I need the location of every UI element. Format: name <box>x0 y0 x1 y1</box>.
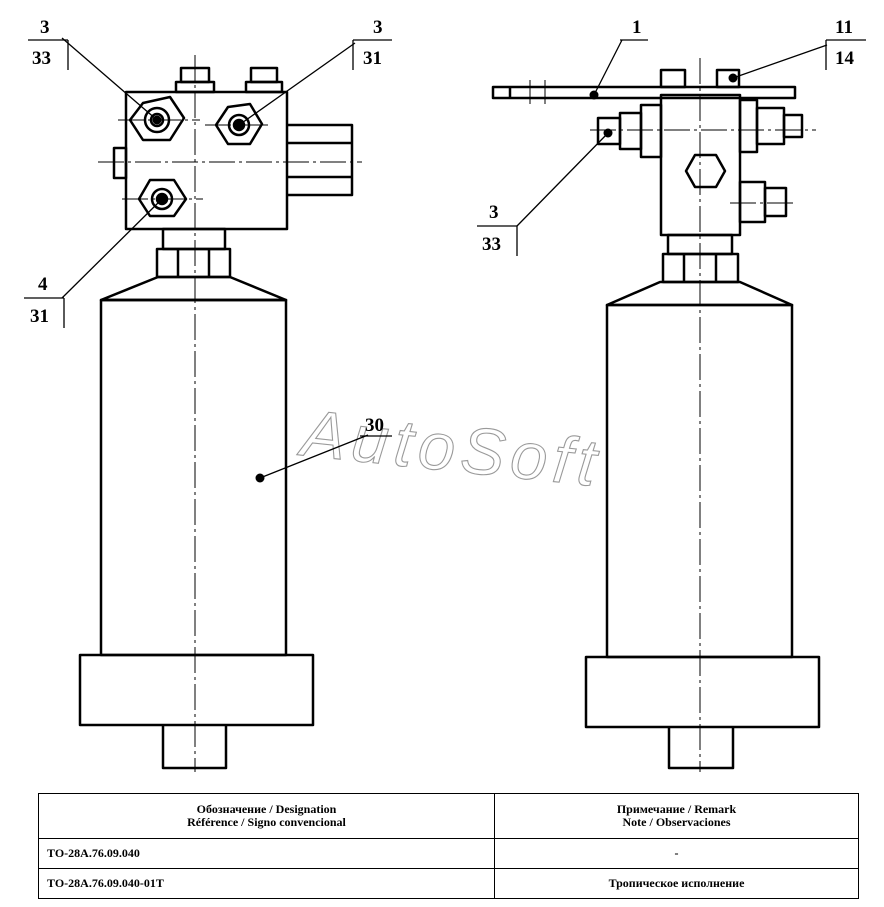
technical-drawing: AutoSoft 3 33 3 31 <box>24 17 866 772</box>
svg-text:3: 3 <box>489 202 499 223</box>
right-view <box>491 68 821 770</box>
table-row: ТО-28А.76.09.040 - <box>38 838 859 869</box>
left-top-bolt <box>249 66 279 84</box>
left-head-block <box>124 90 289 231</box>
right-base <box>584 655 821 729</box>
right-body-shoulder <box>605 280 794 307</box>
svg-text:14: 14 <box>835 48 855 69</box>
svg-text:11: 11 <box>835 17 853 38</box>
left-body-shoulder <box>99 275 288 302</box>
callout-3-33-right: 3 33 <box>477 202 518 256</box>
right-lower-fitting <box>738 180 767 224</box>
svg-text:30: 30 <box>365 415 384 436</box>
svg-text:33: 33 <box>482 234 501 255</box>
leader-dots <box>152 73 738 483</box>
svg-text:3: 3 <box>40 17 50 38</box>
left-neck <box>161 227 227 251</box>
svg-text:1: 1 <box>632 17 642 38</box>
right-top-bolt <box>715 68 741 89</box>
right-left-fitting <box>639 103 663 159</box>
left-hex-nut <box>155 247 232 279</box>
left-side-port <box>287 123 354 197</box>
table-row: ТО-28А.76.09.040-01Т Тропическое исполне… <box>38 868 859 899</box>
callout-4-31: 4 31 <box>24 274 65 328</box>
svg-text:4: 4 <box>38 274 48 295</box>
callout-11-14: 11 14 <box>825 17 866 70</box>
designation-header: Обозначение / Designation Référence / Si… <box>38 793 495 839</box>
callout-3-33-left: 3 33 <box>28 17 69 70</box>
right-top-bolt <box>659 68 687 89</box>
callout-3-31: 3 31 <box>352 17 392 70</box>
watermark: AutoSoft <box>295 395 606 500</box>
svg-text:3: 3 <box>373 17 383 38</box>
remark-cell: Тропическое исполнение <box>494 868 859 899</box>
remark-cell: - <box>494 838 859 869</box>
right-bottom-stub <box>667 727 735 770</box>
right-lever <box>491 85 797 100</box>
designation-table: Обозначение / Designation Référence / Si… <box>38 793 859 899</box>
svg-text:33: 33 <box>32 48 51 69</box>
right-upper-fitting <box>738 98 759 154</box>
callout-1: 1 <box>620 17 648 41</box>
leader-lines <box>61 37 828 479</box>
left-side-boss <box>112 146 128 180</box>
callout-30: 30 <box>360 415 392 437</box>
table-header-row: Обозначение / Designation Référence / Si… <box>38 793 859 839</box>
svg-text:31: 31 <box>363 48 382 69</box>
right-front-hex <box>684 153 727 189</box>
center-lines <box>98 55 816 772</box>
designation-cell: ТО-28А.76.09.040-01Т <box>38 868 495 899</box>
remark-header: Примечание / Remark Note / Observaciones <box>494 793 859 839</box>
left-base <box>78 653 315 727</box>
designation-cell: ТО-28А.76.09.040 <box>38 838 495 869</box>
svg-text:31: 31 <box>30 306 49 327</box>
callouts: 3 33 3 31 4 31 30 1 1 <box>24 17 866 437</box>
